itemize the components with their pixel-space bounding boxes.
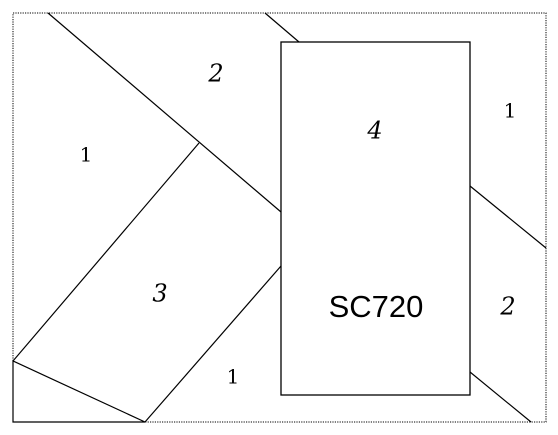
seam-right-upper bbox=[469, 185, 547, 249]
seam-top-left-diagonal bbox=[47, 12, 282, 213]
label-bottom-middle: 1 bbox=[227, 365, 240, 389]
outer-frame bbox=[12, 12, 547, 423]
seam-band-lower bbox=[144, 265, 282, 423]
pattern-code-label: SC720 bbox=[329, 289, 424, 324]
label-diagonal-band: 3 bbox=[152, 280, 167, 308]
seam-right-lower bbox=[469, 371, 532, 423]
seam-top-edge-segment bbox=[264, 12, 300, 43]
label-left: 1 bbox=[80, 143, 93, 167]
label-bottom-right: 2 bbox=[499, 293, 515, 321]
center-patch-rectangle bbox=[280, 41, 471, 396]
label-top-middle: 2 bbox=[207, 60, 223, 88]
seam-band-upper bbox=[12, 142, 200, 362]
bottom-left-corner-patch bbox=[12, 360, 146, 423]
label-top-right: 1 bbox=[504, 99, 517, 123]
label-center: 4 bbox=[366, 117, 382, 145]
seam-lines bbox=[12, 12, 547, 423]
